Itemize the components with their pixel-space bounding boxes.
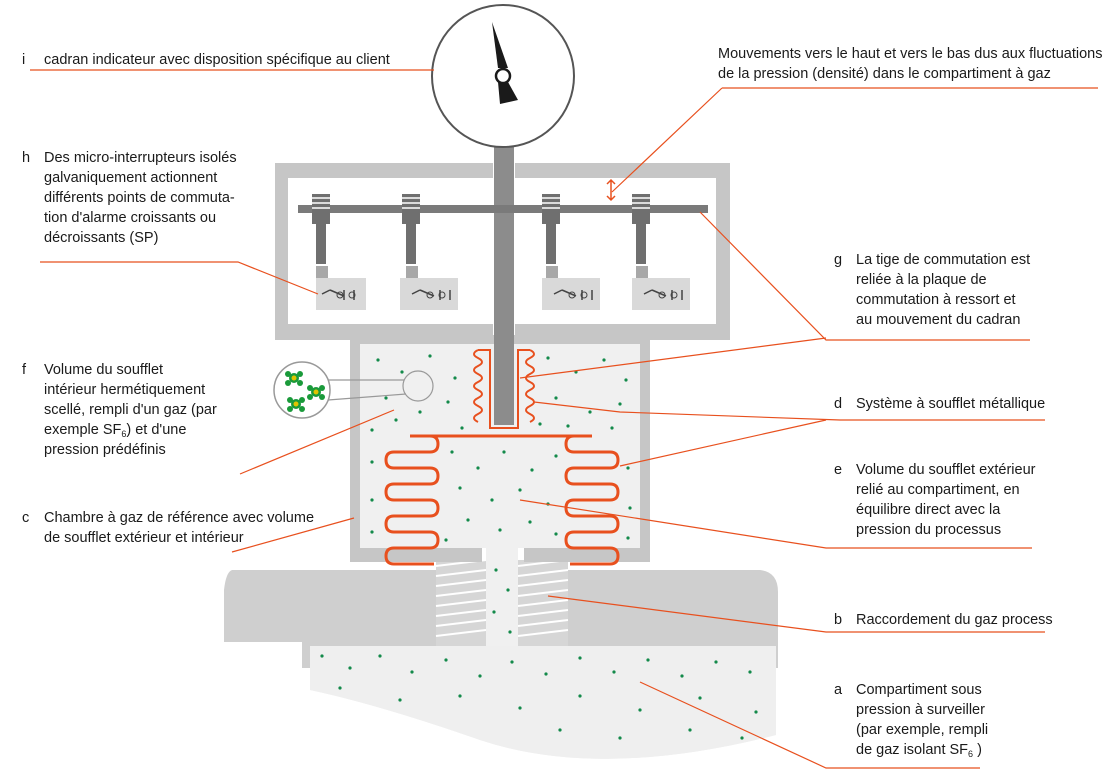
movement-arrow <box>606 178 616 202</box>
label-b-letter: b <box>834 612 843 628</box>
label-a-line-1: Compartiment sous <box>856 682 982 698</box>
gas-dots <box>320 354 758 740</box>
label-g-line-1: La tige de commutation est <box>856 252 1031 268</box>
label-f-line-1: Volume du soufflet <box>44 362 164 378</box>
outer-bellows <box>384 434 620 566</box>
label-h-line-1: Des micro-interrupteurs isolés <box>44 150 237 166</box>
label-a: a Compartiment sous pression à surveille… <box>834 680 1094 760</box>
label-g-letter: g <box>834 252 843 268</box>
label-f-line-4-sub: 6 <box>121 429 127 439</box>
label-d-text: Système à soufflet métallique <box>856 396 1046 412</box>
micro-switches <box>312 194 690 310</box>
label-h-letter: h <box>22 150 31 166</box>
label-f: f Volume du soufflet intérieur hermétiqu… <box>22 360 262 460</box>
label-e-letter: e <box>834 462 843 478</box>
label-movement: Mouvements vers le haut et vers le bas d… <box>718 44 1108 84</box>
label-f-letter: f <box>22 362 27 378</box>
label-h-line-4: tion d'alarme croissants ou <box>44 210 217 226</box>
label-h-line-2: galvaniquement actionnent <box>44 170 218 186</box>
label-h: h Des micro-interrupteurs isolés galvani… <box>22 148 262 248</box>
label-a-line-2: pression à surveiller <box>856 702 985 718</box>
label-g: g La tige de commutation est reliée à la… <box>834 250 1094 330</box>
label-g-line-3: commutation à ressort et <box>856 292 1016 308</box>
label-b: b Raccordement du gaz process <box>834 610 1094 630</box>
indicator-dial <box>431 4 575 148</box>
label-e: e Volume du soufflet extérieur relié au … <box>834 460 1094 540</box>
label-c-letter: c <box>22 510 30 526</box>
label-f-line-4: exemple SF6) et d'une <box>22 420 262 440</box>
label-f-line-2: intérieur hermétiquement <box>44 382 206 398</box>
label-f-line-4-suffix: ) et d'une <box>126 422 187 438</box>
threaded-connection <box>435 548 569 646</box>
label-a-line-4-sub: 6 <box>968 749 974 759</box>
leader-lines <box>30 69 1098 769</box>
label-i: i cadran indicateur avec disposition spé… <box>22 50 402 70</box>
switching-plate <box>298 205 708 213</box>
label-c: c Chambre à gaz de référence avec volume… <box>22 508 332 548</box>
label-f-line-4-prefix: exemple SF <box>44 422 122 438</box>
label-d: d Système à soufflet métallique <box>834 394 1094 414</box>
label-h-line-3: différents points de commuta- <box>44 190 235 206</box>
label-e-line-1: Volume du soufflet extérieur <box>856 462 1036 478</box>
sf6-molecule-inset <box>273 361 434 419</box>
label-g-line-2: reliée à la plaque de <box>856 272 987 288</box>
label-e-line-4: pression du processus <box>856 522 1002 538</box>
label-a-letter: a <box>834 682 843 698</box>
label-i-letter: i <box>22 52 26 68</box>
label-g-line-4: au mouvement du cadran <box>856 312 1021 328</box>
switching-rod <box>494 140 514 425</box>
label-e-line-2: relié au compartiment, en <box>856 482 1020 498</box>
inner-bellows <box>473 349 535 429</box>
label-d-letter: d <box>834 396 843 412</box>
label-a-line-3: (par exemple, rempli <box>856 722 989 738</box>
label-movement-line-1: Mouvements vers le haut et vers le bas d… <box>718 46 1103 62</box>
label-i-text: cadran indicateur avec disposition spéci… <box>44 52 390 68</box>
label-b-text: Raccordement du gaz process <box>856 612 1053 628</box>
label-a-line-4: de gaz isolant SF6 ) <box>834 740 1094 760</box>
label-h-line-5: décroissants (SP) <box>44 230 159 246</box>
label-f-line-5: pression prédéfinis <box>44 442 166 458</box>
dial-needle <box>492 22 508 68</box>
label-a-line-4-suffix: ) <box>973 742 982 758</box>
label-c-line-2: de soufflet extérieur et intérieur <box>44 530 244 546</box>
label-c-line-1: Chambre à gaz de référence avec volume <box>44 510 315 526</box>
label-e-line-3: équilibre direct avec la <box>856 502 1001 518</box>
label-a-line-4-prefix: de gaz isolant SF <box>856 742 969 758</box>
label-f-line-3: scellé, rempli d'un gaz (par <box>44 402 217 418</box>
label-movement-line-2: de la pression (densité) dans le compart… <box>718 66 1051 82</box>
